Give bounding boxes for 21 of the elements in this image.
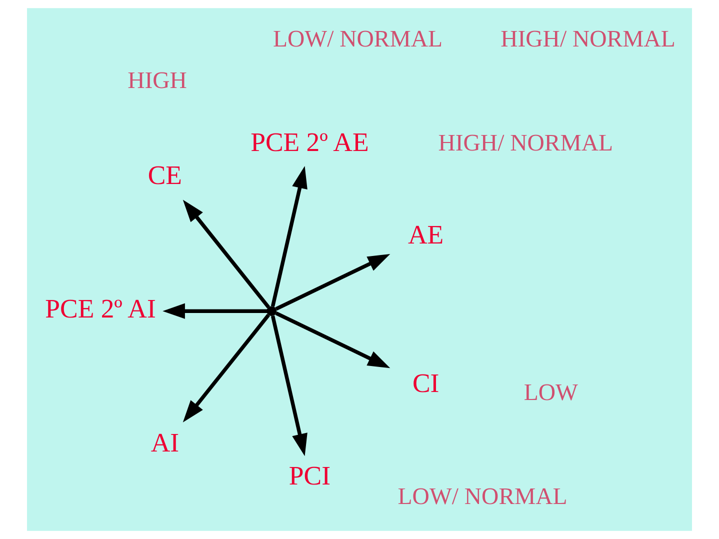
arrow (270, 316, 308, 456)
arrow (275, 254, 390, 311)
node-text: CI (412, 368, 440, 398)
node-text: AE (408, 219, 444, 250)
node-text: PCE 2º AE (250, 126, 369, 157)
node-circle (266, 306, 277, 316)
node-text: AI (150, 427, 180, 458)
label: LOW/ NORMAL (398, 484, 568, 510)
node-text: CE (148, 160, 182, 190)
arrow (182, 314, 270, 422)
label: LOW/ NORMAL (273, 26, 443, 52)
node-text: PCI (288, 460, 331, 490)
label: HIGH (128, 68, 187, 94)
label: HIGH/ NORMAL (438, 130, 614, 156)
node-text: PCE 2º AI (45, 294, 156, 324)
arrow (182, 200, 270, 308)
arrow (270, 166, 308, 307)
arrow (275, 312, 390, 368)
arrow (162, 303, 268, 319)
label: HIGH/ NORMAL (500, 26, 676, 52)
label: LOW (524, 380, 578, 406)
